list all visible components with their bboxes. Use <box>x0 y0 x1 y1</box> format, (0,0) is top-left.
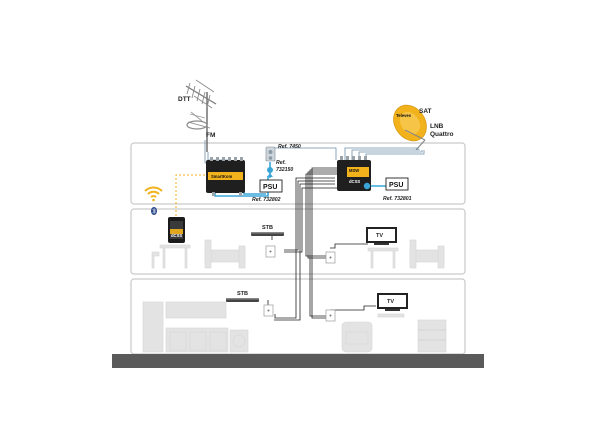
power-inserter-732150: Ref. 732150 <box>267 160 293 177</box>
lnb-label: LNB <box>430 123 444 130</box>
tv-middle-label: TV <box>376 233 383 239</box>
sat-label: SAT <box>419 108 432 115</box>
tv-middle: TV <box>366 227 397 245</box>
tablet-icon: dCSS <box>168 217 185 243</box>
amp-brand: SmartKom <box>211 174 232 179</box>
ref-7450-label: Ref. 7450 <box>278 144 301 150</box>
ref-732801-label: Ref. 732801 <box>383 196 412 202</box>
psu-left-label: PSU <box>263 184 277 191</box>
stb-middle: STB <box>251 225 284 236</box>
satellite-dish: Televes <box>393 104 427 151</box>
stb-middle-label: STB <box>262 225 273 231</box>
ref-732150-label: Ref. <box>276 160 286 166</box>
wall-socket-lower-right <box>325 309 336 322</box>
tv-lower: TV <box>377 293 408 311</box>
ms-brand-2: dCSS <box>349 179 360 184</box>
wifi-link <box>175 174 209 216</box>
stb-lower: STB <box>226 291 259 302</box>
bed-left <box>204 239 246 269</box>
dish-brand: Televes <box>396 113 412 118</box>
headend-amplifier: SmartKom <box>206 157 245 196</box>
tablet-brand: dCSS <box>171 233 182 238</box>
splitter-7450: Ref. 7450 <box>265 144 301 162</box>
ref-732802-label: Ref. 732802 <box>252 197 281 203</box>
wifi-icon <box>144 186 163 202</box>
ref-732150-label-2: 732150 <box>276 167 293 173</box>
bed-right <box>409 239 445 269</box>
armchair <box>341 321 373 353</box>
lnb-labels: SAT LNB Quattro <box>419 108 454 138</box>
dtt-antenna: DTT <box>178 79 217 152</box>
furniture-middle-floor <box>151 239 445 269</box>
bookshelf <box>417 319 447 353</box>
wall-socket-middle-right <box>325 251 336 264</box>
fm-label: FM <box>206 132 215 139</box>
wall-socket-middle-left <box>265 245 276 258</box>
dtt-label: DTT <box>178 96 191 103</box>
fm-antenna: FM <box>186 111 215 139</box>
psu-right-label: PSU <box>389 182 403 189</box>
tv-table-lower <box>377 313 405 318</box>
wall-socket-lower-left <box>263 304 274 317</box>
stb-lower-label: STB <box>237 291 248 297</box>
tv-stand-middle <box>367 247 399 269</box>
psu-right: PSU Ref. 732801 <box>383 177 412 202</box>
furniture-ground-floor <box>142 301 447 353</box>
ms-brand: MSW <box>349 168 359 173</box>
lnb-label-2: Quattro <box>430 131 454 138</box>
bluetooth-icon <box>151 207 157 215</box>
ground-slab <box>112 354 484 368</box>
multiswitch: MSW dCSS <box>337 156 371 191</box>
kitchen <box>142 301 249 353</box>
tv-lower-label: TV <box>387 299 394 305</box>
table-left <box>151 244 191 269</box>
psu-left: PSU Ref. 732802 <box>252 179 283 203</box>
